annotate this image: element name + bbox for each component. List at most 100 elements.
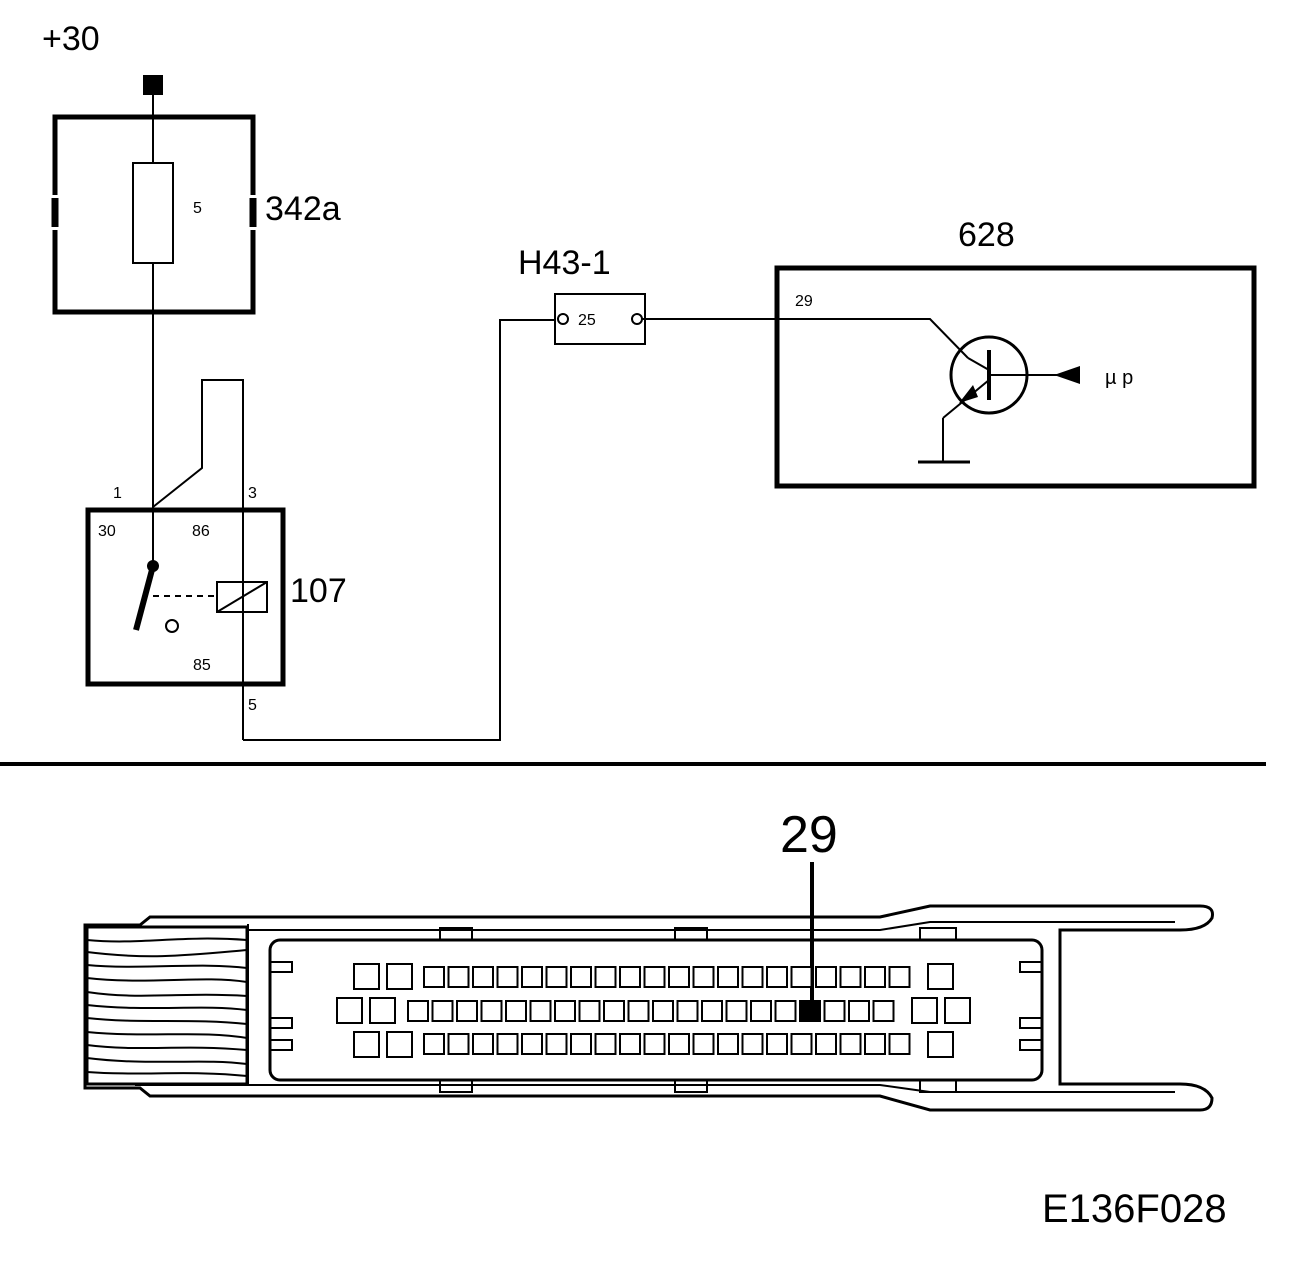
connector-pin-cavity [823,1000,846,1022]
connector-pin-cavity [717,966,739,988]
connector-pin-cavity [570,1033,592,1055]
connector-pin-cavity [603,1000,625,1022]
connector-pin-cavity [627,1000,650,1022]
connector-pin-cavity [692,966,715,988]
connector-pin-cavity [386,1031,413,1058]
highlighted-pin [799,1000,821,1022]
connector-pin-cavity [545,1033,568,1055]
connector-pin-cavity [927,963,954,990]
connector-pin-cavity [888,966,911,988]
connector-h43-1: H43-1 25 [518,244,646,345]
connector-pins [336,963,971,1058]
connector-pin-cavity [864,966,886,988]
connector-pin-cavity [676,1000,699,1022]
fuse-box: 5 342a [51,114,341,315]
connector-pin-cavity [336,997,363,1024]
connector-pin-cavity [725,1000,748,1022]
connector-pin-cavity [864,1033,886,1055]
connector-pin-cavity [472,1033,494,1055]
highlighted-pin-label: 29 [780,806,838,864]
connector-pin-cavity [353,963,380,990]
connector-pin-cavity [848,1000,870,1022]
connector-pin-cavity [839,966,862,988]
connector-pin-cavity [944,997,971,1024]
connector-pin-cavity [521,966,543,988]
connector-pin-cavity [505,1000,527,1022]
connector-pin-cavity [815,1033,837,1055]
connector-face [268,938,1044,1082]
connector-pin-cavity [741,1033,764,1055]
connector-pin-cavity [790,1033,813,1055]
connector-pin-cavity [839,1033,862,1055]
connector-pin-cavity [911,997,938,1024]
connector-view: 29 [83,806,1214,1112]
connector-pin-cavity [554,1000,576,1022]
connector-pin-cavity [431,1000,454,1022]
relay-pin-5: 5 [248,697,257,714]
connector-pin-cavity [888,1033,911,1055]
connector-pin-cavity [521,1033,543,1055]
connector-label: H43-1 [518,244,611,282]
microprocessor-label: µ p [1105,367,1133,389]
control-module-housing [774,265,1257,489]
relay-pin-3: 3 [248,485,257,502]
connector-pin-cavity [594,1033,617,1055]
connector-pin-cavity [766,966,788,988]
connector-pin-cavity [529,1000,552,1022]
connector-pin-cavity [643,966,666,988]
connector-pin-cavity [447,966,470,988]
connector-pin-cavity [423,1033,445,1055]
connector-pin-cavity [766,1033,788,1055]
connector-pin-cavity [423,966,445,988]
supply-label: +30 [42,20,100,58]
relay-terminal-86: 86 [192,523,210,540]
connector-pin-cavity [386,963,413,990]
connector-pin-cavity [353,1031,380,1058]
connector-pin-cavity [578,1000,601,1022]
connector-pin-cavity [815,966,837,988]
connector-pin-cavity [741,966,764,988]
connector-pin-cavity [594,966,617,988]
connector-pin-cavity [472,966,494,988]
connector-pin-cavity [668,966,690,988]
control-module-label: 628 [958,216,1015,254]
connector-pin-cavity [447,1033,470,1055]
relay-housing [85,507,286,687]
connector-pin-cavity [480,1000,503,1022]
connector-pin-cavity [717,1033,739,1055]
top-schematic: +30 5 342a 1 3 30 86 85 5 107 [42,20,1257,741]
connector-pin-cavity [872,1000,895,1022]
connector-pin-cavity [407,1000,429,1022]
relay-terminal-85: 85 [193,657,211,674]
connector-pin-cavity [496,966,519,988]
wire-bundle [85,925,249,1086]
control-module-pin: 29 [795,293,813,310]
supply-terminal [143,75,163,95]
connector-pin-cavity [545,966,568,988]
fuse-value: 5 [193,200,202,217]
connector-pin-cavity [369,997,396,1024]
relay-label: 107 [290,572,347,610]
relay: 1 3 30 86 85 5 107 [85,485,347,740]
relay-terminal-30: 30 [98,523,116,540]
connector-pin-cavity [668,1033,690,1055]
figure-id: E136F028 [1042,1187,1227,1231]
connector-pin-cavity [774,1000,797,1022]
connector-pin-cavity [790,966,813,988]
relay-pin-1: 1 [113,485,122,502]
connector-pin-cavity [570,966,592,988]
connector-pin: 25 [578,312,596,329]
connector-pin-cavity [496,1033,519,1055]
fuse-element [132,162,174,264]
connector-pin-cavity [619,1033,641,1055]
connector-pin-cavity [643,1033,666,1055]
connector-pin-cavity [701,1000,723,1022]
connector-pin-cavity [619,966,641,988]
connector-pin-cavity [750,1000,772,1022]
control-module: 628 29 µ p [774,216,1257,489]
connector-pin-cavity [692,1033,715,1055]
connector-pin-cavity [927,1031,954,1058]
connector-pin-cavity [456,1000,478,1022]
fuse-box-label: 342a [265,190,341,228]
